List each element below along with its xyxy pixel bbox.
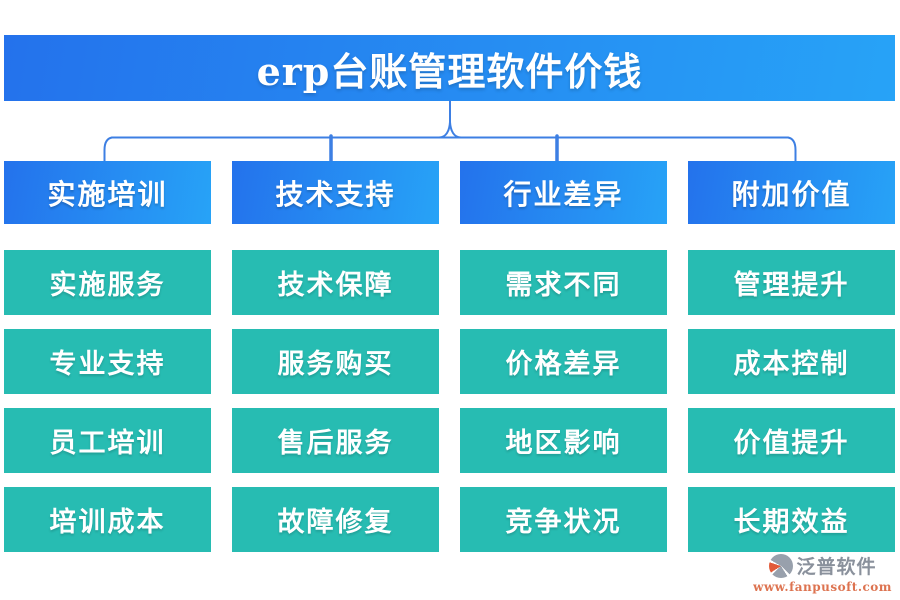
brand-watermark: 泛普软件 www.fanpusoft.com [753, 552, 892, 594]
branch-header-row: 实施培训 技术支持 行业差异 附加价值 [4, 161, 895, 224]
branch-header-industry-difference: 行业差异 [460, 161, 667, 224]
diagram-root-banner: erp台账管理软件价钱 [4, 35, 895, 101]
leaf-node: 地区影响 [460, 408, 667, 473]
diagram-title: erp台账管理软件价钱 [256, 48, 643, 94]
branch-header-technical-support: 技术支持 [232, 161, 439, 224]
leaf-node: 长期效益 [688, 487, 895, 552]
leaf-node: 售后服务 [232, 408, 439, 473]
branch-header-added-value: 附加价值 [688, 161, 895, 224]
leaf-node: 成本控制 [688, 329, 895, 394]
leaf-node: 价格差异 [460, 329, 667, 394]
brand-url: www.fanpusoft.com [753, 580, 892, 594]
leaf-node: 需求不同 [460, 250, 667, 315]
leaf-node: 专业支持 [4, 329, 211, 394]
leaf-node-grid: 实施服务 技术保障 需求不同 管理提升 专业支持 服务购买 价格差异 成本控制 … [4, 250, 895, 552]
leaf-node: 管理提升 [688, 250, 895, 315]
brand-name: 泛普软件 [796, 556, 877, 578]
leaf-node: 技术保障 [232, 250, 439, 315]
leaf-node: 培训成本 [4, 487, 211, 552]
leaf-node: 实施服务 [4, 250, 211, 315]
branch-header-implementation-training: 实施培训 [4, 161, 211, 224]
leaf-node: 价值提升 [688, 408, 895, 473]
leaf-node: 服务购买 [232, 329, 439, 394]
leaf-node: 员工培训 [4, 408, 211, 473]
fanpu-logo-icon [768, 553, 793, 578]
leaf-node: 竞争状况 [460, 487, 667, 552]
leaf-node: 故障修复 [232, 487, 439, 552]
